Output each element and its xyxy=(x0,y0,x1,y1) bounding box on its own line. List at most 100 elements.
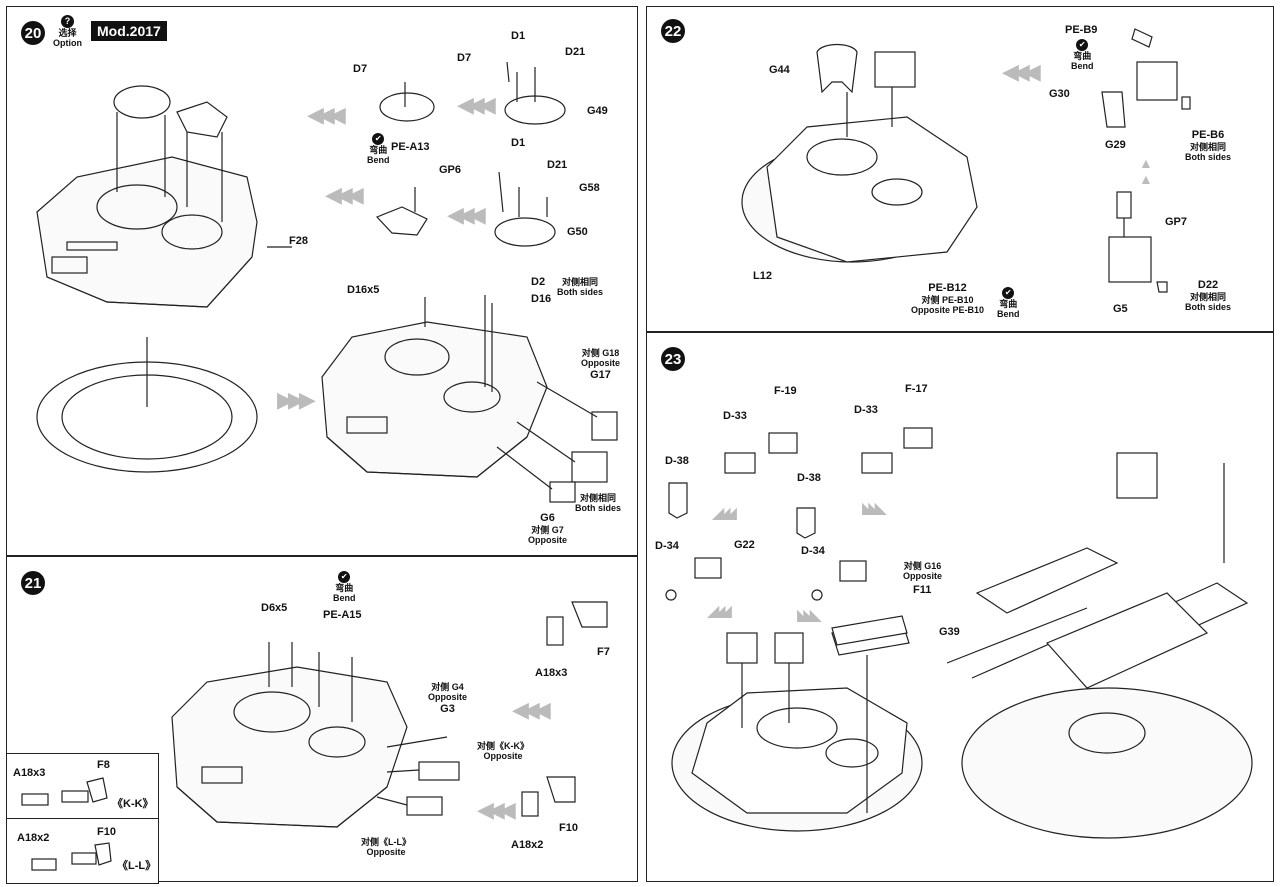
bend-cn: 弯曲 xyxy=(1073,51,1092,61)
both2-cn: 对侧相同 xyxy=(580,493,617,503)
both-sides-note: 对侧相同 Both sides xyxy=(557,277,603,298)
label-D6x5: D6x5 xyxy=(261,602,288,614)
opposite-G4-note: 对侧 G4 Opposite G3 xyxy=(428,682,467,715)
label-F17: F-17 xyxy=(905,383,928,395)
flow-arrow: ◢◢◢ xyxy=(712,505,737,522)
label-F7: F7 xyxy=(597,646,610,658)
label-D34a: D-34 xyxy=(655,540,679,552)
flow-arrow: ◀◀◀ xyxy=(457,92,496,117)
label-F11: F11 xyxy=(913,584,932,596)
bend-marker: ✔ 弯曲 Bend xyxy=(333,571,356,604)
inset-ll-drawing xyxy=(31,842,112,871)
label-D38a: D-38 xyxy=(665,455,689,467)
bend-cn: 弯曲 xyxy=(369,145,388,155)
step-20-panel: 20 ? 选择 Option Mod.2017 xyxy=(6,6,638,556)
opp-g7-en: Opposite xyxy=(528,534,568,545)
bend-en: Bend xyxy=(333,593,356,604)
bend-cn: 弯曲 xyxy=(335,583,354,593)
label-G29: G29 xyxy=(1105,139,1126,151)
bend-en: Bend xyxy=(367,155,390,166)
PEB12-note: PE-B12 对侧 PE-B10 Opposite PE-B10 xyxy=(911,282,984,315)
inset-ll-a: A18x2 xyxy=(17,832,50,844)
flow-arrow: ◀◀◀ xyxy=(307,102,346,127)
flow-arrow: ◣◣◣ xyxy=(862,500,887,517)
PEB6-note: PE-B6 对侧相同 Both sides xyxy=(1185,129,1231,162)
label-G17: G17 xyxy=(590,368,611,381)
label-D38b: D-38 xyxy=(797,472,821,484)
flow-arrow: ▶▶▶ xyxy=(277,387,316,412)
opposite-KK-note: 对侧《K-K》 Opposite xyxy=(477,741,529,762)
label-G22: G22 xyxy=(734,539,755,551)
label-A18x2: A18x2 xyxy=(511,839,544,851)
label-PEB12: PE-B12 xyxy=(928,282,967,294)
inset-kk-a: A18x3 xyxy=(13,767,46,779)
step-21-panel: 21 ◀◀◀ ◀◀◀ ✔ 弯曲 Bend D6x5 PE-A1 xyxy=(6,556,638,884)
both2-en: Both sides xyxy=(575,503,622,514)
flow-arrow: ◀◀◀ xyxy=(325,182,364,207)
label-G6: G6 xyxy=(540,512,555,524)
opp-ll-cn: 对侧《L-L》 xyxy=(361,837,411,847)
label-G44: G44 xyxy=(769,64,790,76)
opposite-G7-note: G6 对侧 G7 Opposite xyxy=(528,512,567,545)
flow-arrow-up: ▲▲ xyxy=(1139,155,1153,187)
opp-kk-en: Opposite xyxy=(483,751,523,762)
label-D21a: D21 xyxy=(565,46,586,58)
inset-kk-tag: 《K-K》 xyxy=(112,798,154,810)
label-PEB9: PE-B9 xyxy=(1065,24,1098,36)
flow-arrow: ◢◢◢ xyxy=(707,603,732,620)
both-cn: 对侧相同 xyxy=(562,277,599,287)
check-icon: ✔ xyxy=(1076,39,1089,51)
option-en: Option xyxy=(53,38,82,49)
opp-kk-cn: 对侧《K-K》 xyxy=(477,741,529,751)
bend-en: Bend xyxy=(1071,61,1094,72)
option-marker: ? 选择 Option xyxy=(53,15,82,49)
step-number: 20 xyxy=(21,21,45,45)
opposite-G16-note: 对侧 G16 Opposite xyxy=(903,561,942,582)
option-cn: 选择 xyxy=(58,28,77,38)
label-D2: D2 xyxy=(531,276,546,288)
mod-badge: Mod.2017 xyxy=(91,21,167,41)
opposite-G18-note: 对侧 G18 Opposite G17 xyxy=(581,348,620,381)
step-number: 22 xyxy=(661,19,685,43)
both2-cn: 对侧相同 xyxy=(1190,291,1227,302)
bend2-en: Bend xyxy=(997,309,1020,320)
step-23-drawing xyxy=(665,427,1253,839)
label-D33b: D-33 xyxy=(854,404,878,416)
bend-marker: ✔ 弯曲 Bend xyxy=(367,133,390,166)
label-G58: G58 xyxy=(579,182,600,194)
check-icon: ✔ xyxy=(372,133,385,145)
label-D34b: D-34 xyxy=(801,545,825,557)
opp-g16-en: Opposite xyxy=(903,571,943,582)
opp-g18-cn: 对侧 G18 xyxy=(581,348,620,358)
opp-g7-cn: 对侧 G7 xyxy=(531,524,564,535)
label-G30: G30 xyxy=(1049,88,1070,100)
opp-g18-en: Opposite xyxy=(581,358,621,369)
label-D1b: D1 xyxy=(511,137,526,149)
opp-g16-cn: 对侧 G16 xyxy=(903,561,942,571)
opp-g4-cn: 对侧 G4 xyxy=(431,682,464,692)
inset-ll-f: F10 xyxy=(97,826,116,838)
step-22-panel: 22 ◀◀◀ ▲▲ G44 PE-B9 ✔ 弯曲 Bend G30 G29 xyxy=(646,6,1274,332)
label-D33a: D-33 xyxy=(723,410,747,422)
label-D7b: D7 xyxy=(457,52,472,64)
label-D1a: D1 xyxy=(511,30,526,42)
label-G39: G39 xyxy=(939,626,960,638)
label-GP6: GP6 xyxy=(439,164,462,176)
label-G5: G5 xyxy=(1113,303,1128,315)
label-G3: G3 xyxy=(440,702,455,715)
step-number: 21 xyxy=(21,571,45,595)
bend2-cn: 弯曲 xyxy=(999,299,1018,309)
label-F10: F10 xyxy=(559,822,578,834)
question-icon: ? xyxy=(61,15,74,28)
inset-kk: A18x3 F8 《K-K》 xyxy=(6,753,159,819)
label-PEB6: PE-B6 xyxy=(1191,129,1225,141)
step-20-drawing xyxy=(36,61,618,503)
check-icon: ✔ xyxy=(1002,287,1015,299)
inset-kk-drawing xyxy=(21,777,108,806)
label-D7a: D7 xyxy=(353,63,368,75)
flow-arrow: ◀◀◀ xyxy=(477,797,516,822)
opp-b10-cn: 对侧 PE-B10 xyxy=(921,294,974,305)
label-A18x3: A18x3 xyxy=(535,667,568,679)
step-number: 23 xyxy=(661,347,685,371)
inset-kk-f: F8 xyxy=(97,759,110,771)
